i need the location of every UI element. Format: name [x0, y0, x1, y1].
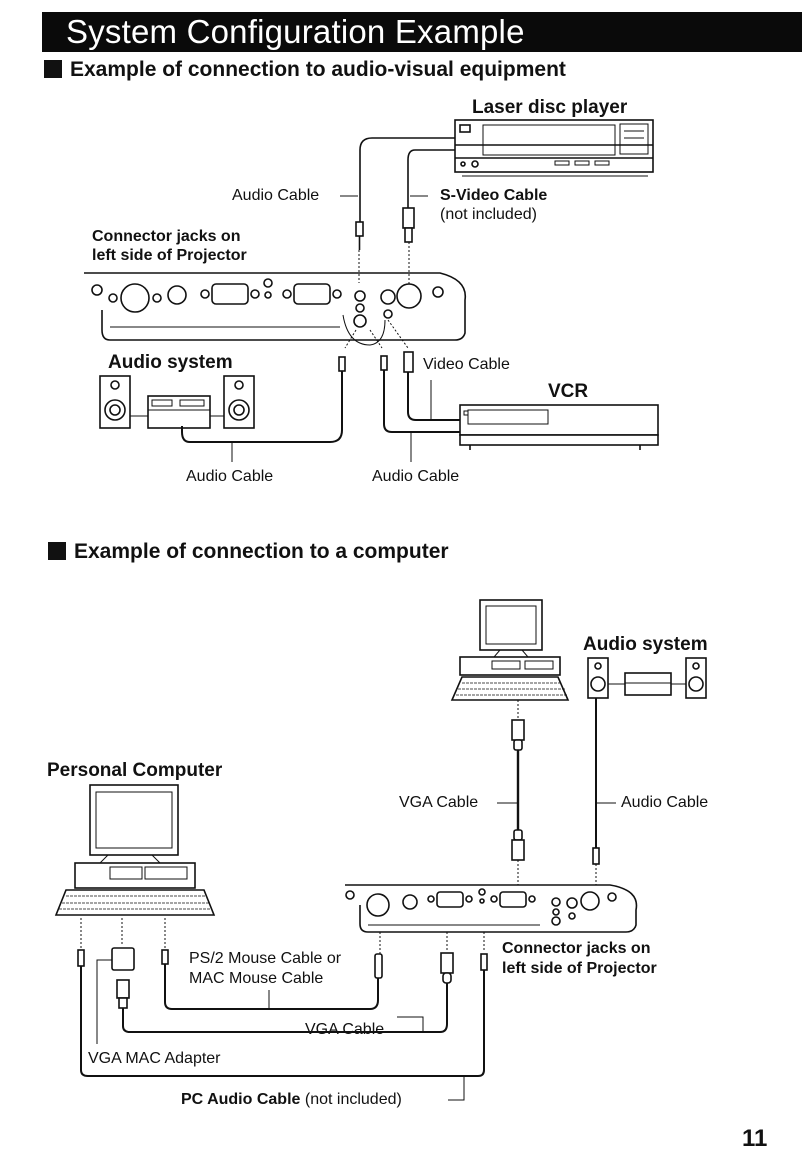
connector-jacks-label-line1-av: Connector jacks on	[92, 228, 241, 245]
connector-jacks-label-line1-pc: Connector jacks on	[502, 940, 651, 957]
vga-cable-label-bottom: VGA Cable	[305, 1021, 385, 1038]
s-video-note: (not included)	[440, 206, 537, 223]
pc-audio-cable-name: PC Audio Cable	[181, 1091, 301, 1108]
mouse-cable-label-line1: PS/2 Mouse Cable or	[189, 950, 342, 967]
bullet-square-icon	[48, 542, 66, 560]
audio-cable-label-left: Audio Cable	[186, 468, 274, 485]
section-heading-pc: Example of connection to a computer	[48, 540, 449, 564]
audio-cable-label-right: Audio Cable	[372, 468, 460, 485]
connector-jacks-label-line2-pc: left side of Projector	[502, 960, 657, 977]
title-bar	[42, 12, 802, 52]
bullet-square-icon	[44, 60, 62, 78]
mouse-cable-label-line2: MAC Mouse Cable	[189, 970, 324, 987]
pc-audio-cable-note: (not included)	[304, 1091, 402, 1108]
page-title: System Configuration Example	[66, 13, 525, 50]
audio-system-top-device	[99, 375, 255, 429]
laser-disc-player-device	[454, 119, 654, 177]
s-video-cable-label: S-Video Cable	[440, 187, 548, 204]
computer-top-device	[450, 599, 570, 701]
audio-cable-label-top: Audio Cable	[232, 187, 320, 204]
projector-panel-top	[84, 272, 467, 346]
audio-system-pc-device	[587, 657, 707, 699]
laser-disc-player-label: Laser disc player	[472, 97, 628, 118]
section-heading-av: Example of connection to audio-visual eq…	[44, 58, 566, 82]
vcr-label: VCR	[548, 381, 589, 402]
vcr-device	[459, 404, 659, 450]
section-heading-pc-text: Example of connection to a computer	[74, 540, 449, 563]
personal-computer-label: Personal Computer	[47, 760, 223, 781]
page-number: 11	[742, 1125, 768, 1152]
audio-cable-label-pc: Audio Cable	[621, 794, 709, 811]
section-heading-av-text: Example of connection to audio-visual eq…	[70, 58, 566, 81]
audio-system-label-av: Audio system	[108, 352, 233, 373]
pc-audio-cable-label: PC Audio Cable (not included)	[181, 1091, 402, 1109]
connector-jacks-label-line2-av: left side of Projector	[92, 247, 247, 264]
video-cable-label: Video Cable	[423, 356, 510, 373]
vga-mac-adapter-label: VGA MAC Adapter	[88, 1050, 221, 1067]
personal-computer-device	[54, 784, 216, 916]
projector-panel-bottom	[345, 884, 638, 933]
audio-system-label-pc: Audio system	[583, 634, 708, 655]
vga-cable-label-top: VGA Cable	[399, 794, 479, 811]
